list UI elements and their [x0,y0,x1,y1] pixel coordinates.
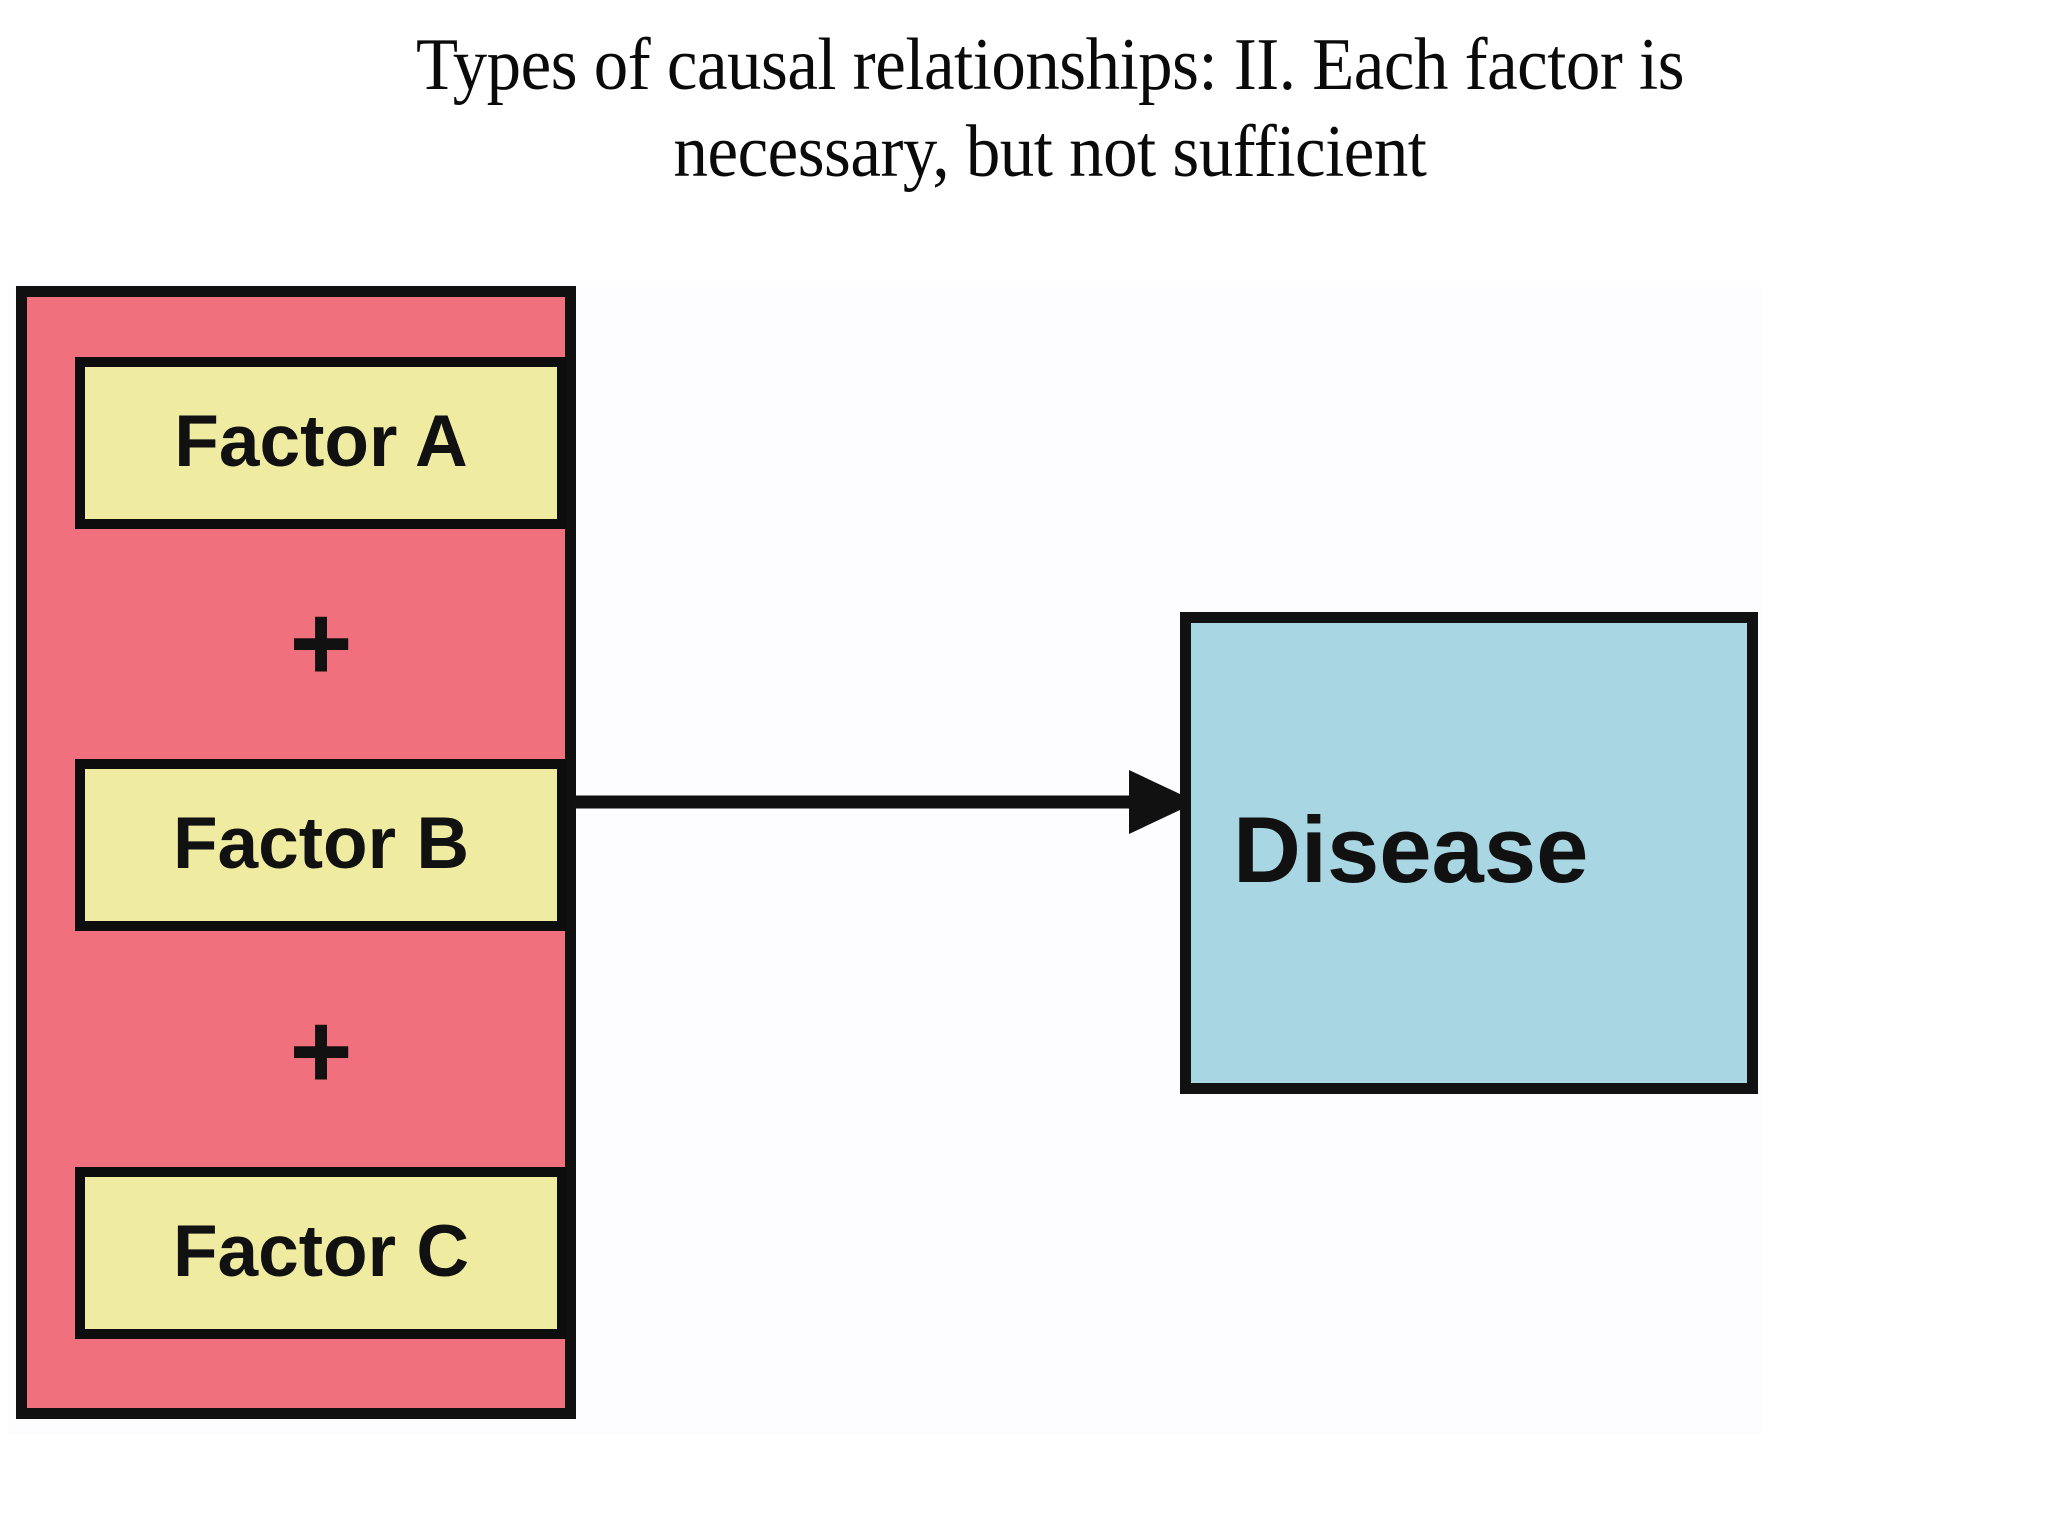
factor-group-panel: Factor A + Factor B + Factor C [16,286,576,1419]
plus-operator-icon-2: + [289,990,353,1111]
factor-b-label: Factor B [172,802,470,884]
plus-operator-icon-1: + [289,582,353,703]
causal-arrow-icon [573,770,1193,834]
factor-box-c: Factor C [75,1167,567,1339]
disease-outcome-box: Disease [1180,612,1758,1094]
factor-box-b: Factor B [75,759,567,931]
disease-label: Disease [1233,797,1589,902]
page-title: Types of causal relationships: II. Each … [415,24,1685,194]
factor-c-label: Factor C [172,1210,470,1292]
causal-diagram-figure: Factor A + Factor B + Factor C Disease [8,282,1762,1434]
factor-box-a: Factor A [75,357,567,529]
factor-a-label: Factor A [174,400,468,482]
